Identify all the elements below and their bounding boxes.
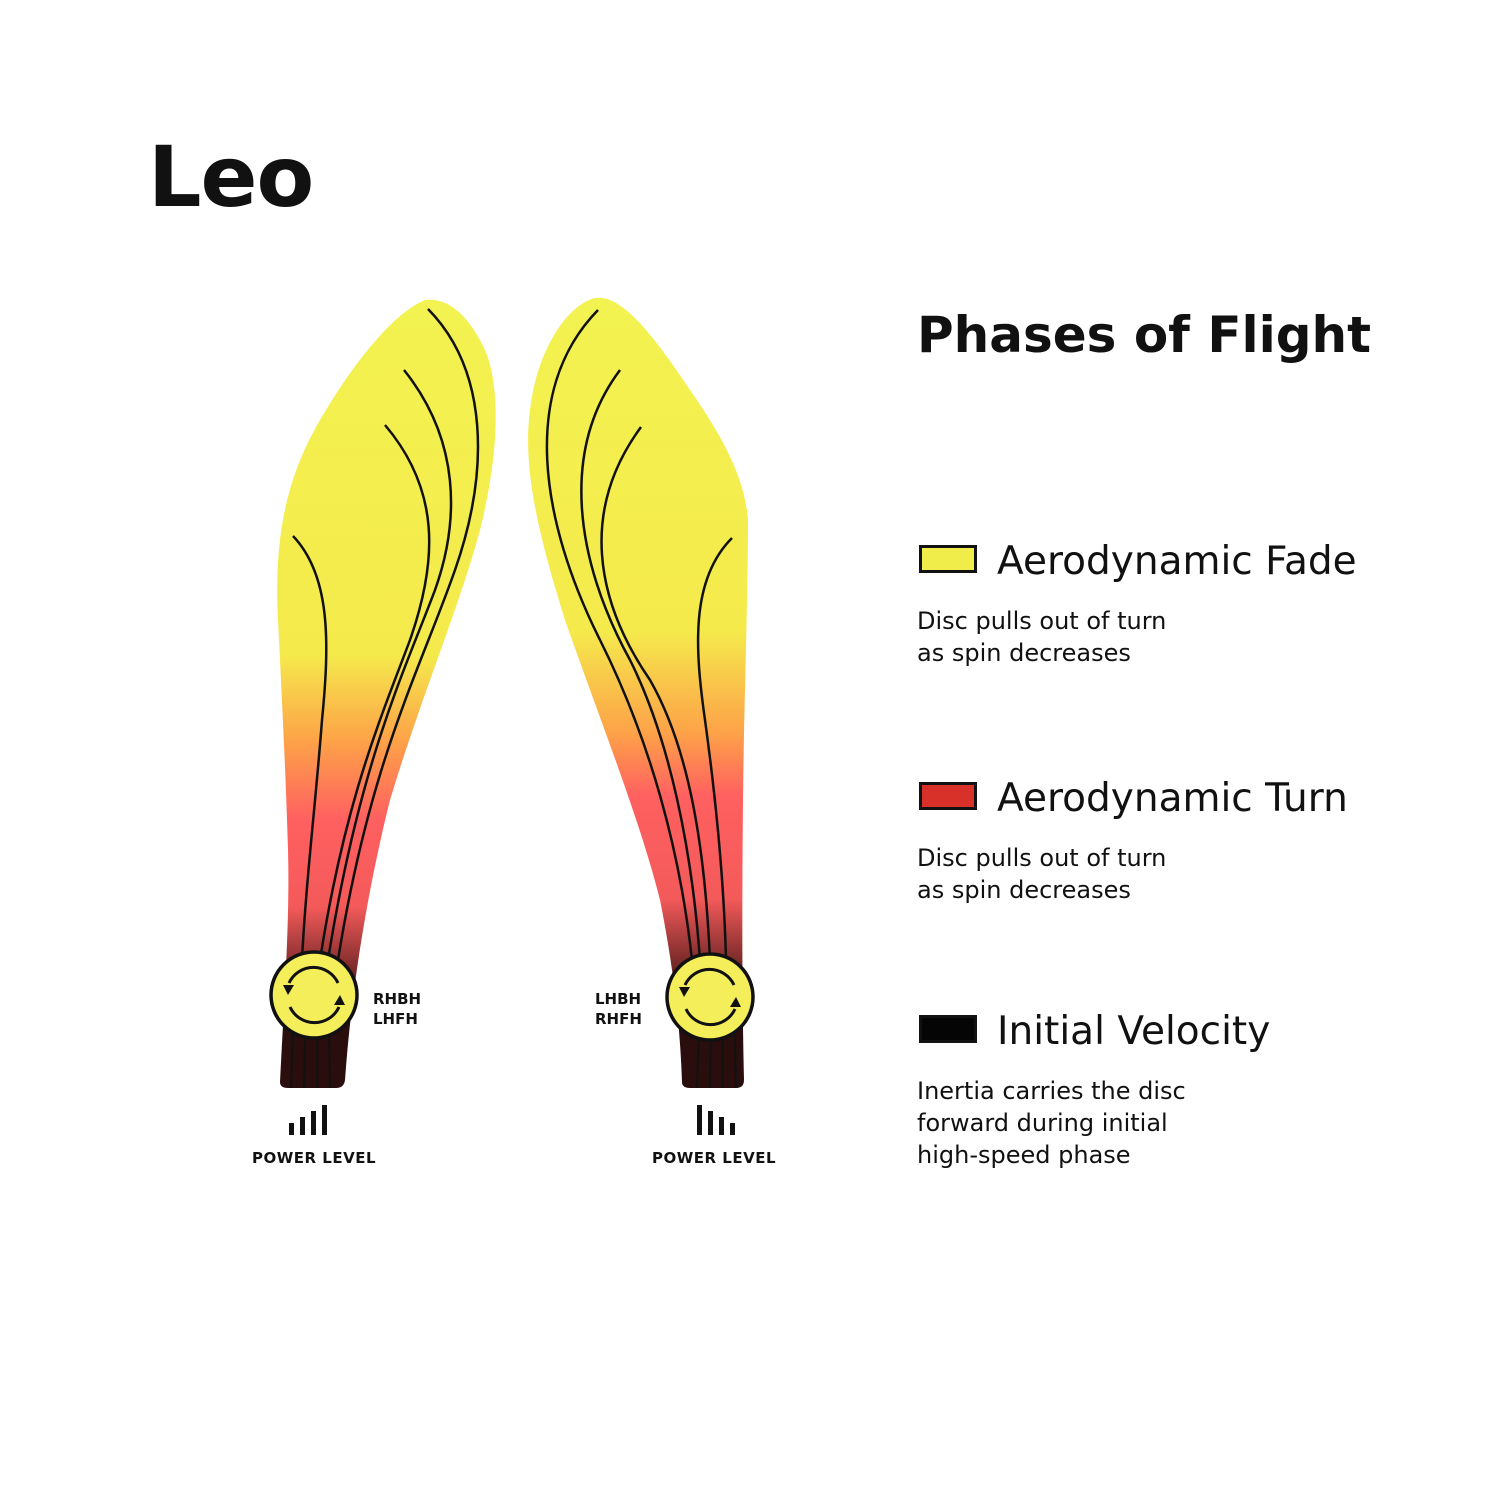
- flight-line: [545, 309, 694, 961]
- flight-line: [336, 308, 480, 961]
- flight-diagram: [269, 297, 755, 1135]
- legend-label: Aerodynamic Turn: [997, 776, 1348, 821]
- legend-label: Initial Velocity: [997, 1009, 1271, 1054]
- legend-label: Aerodynamic Fade: [997, 539, 1357, 584]
- flight-path-left: [269, 299, 496, 1135]
- legend-description: Disc pulls out of turn as spin decreases: [917, 607, 1167, 667]
- flight-path-right: [528, 297, 755, 1135]
- legend-swatch-velocity: [919, 1015, 977, 1043]
- flight-line: [696, 537, 733, 961]
- power-level-label-left: POWER LEVEL: [251, 1149, 377, 1167]
- legend-description: Disc pulls out of turn as spin decreases: [917, 844, 1167, 904]
- legend-swatch-turn: [919, 782, 977, 810]
- power-bars-mixed-icon: [697, 1105, 735, 1135]
- legend-swatch-fade: [919, 545, 977, 573]
- flight-line: [580, 369, 702, 961]
- legend-title: Phases of Flight: [917, 306, 1372, 364]
- throw-type-label-left: RHBH LHFH: [373, 990, 422, 1028]
- flight-lines-left: [292, 308, 480, 961]
- power-bars-ascending-icon: [289, 1105, 327, 1135]
- legend-description: Inertia carries the disc forward during …: [917, 1077, 1186, 1169]
- flight-lines-right: [545, 309, 733, 961]
- power-level-label-right: POWER LEVEL: [651, 1149, 777, 1167]
- flight-line: [600, 426, 712, 961]
- page-title: Leo: [148, 128, 314, 226]
- flight-line: [292, 535, 328, 961]
- flight-line: [318, 424, 431, 961]
- flight-line: [326, 369, 453, 961]
- throw-type-label-right: LHBH RHFH: [595, 990, 642, 1028]
- disc-icon: [269, 950, 359, 1040]
- velocity-lines-left: [290, 1031, 331, 1089]
- disc-icon: [665, 952, 755, 1042]
